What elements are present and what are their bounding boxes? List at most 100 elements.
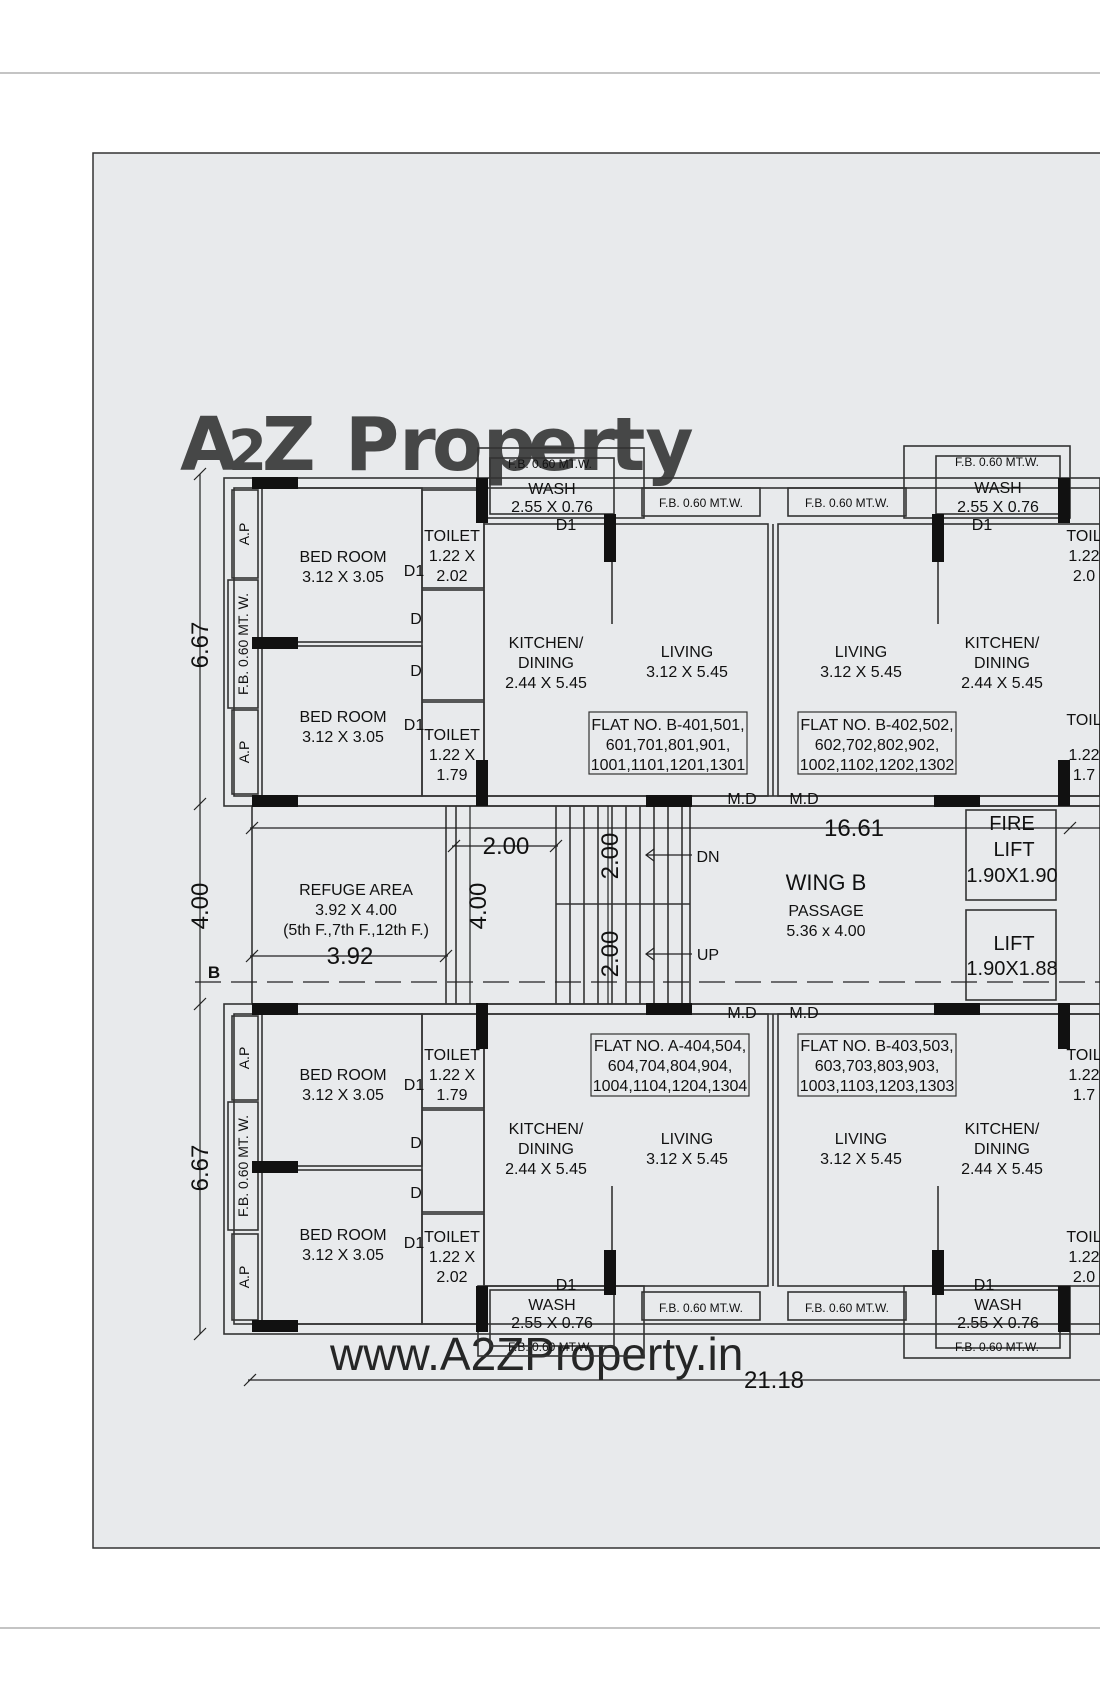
flat-no-line: 603,703,803,903, bbox=[815, 1058, 940, 1075]
md-label: M.D bbox=[789, 1005, 818, 1022]
ap-label: A.P bbox=[236, 1266, 252, 1289]
ap-strip-bottom bbox=[231, 1015, 259, 1101]
fb-label: F.B. 0.60 MT.W. bbox=[508, 1340, 592, 1354]
flat-no-line: 1003,1103,1203,1303 bbox=[800, 1078, 955, 1095]
wash-size: 2.55 X 0.76 bbox=[957, 499, 1039, 516]
toilet-size-cut: 2.0 bbox=[1073, 1269, 1095, 1286]
flat-box-b401 bbox=[588, 711, 748, 775]
living-size: 3.12 X 5.45 bbox=[646, 664, 728, 681]
living-label: LIVING bbox=[661, 1131, 713, 1148]
toilet-label: TOILET bbox=[424, 727, 480, 744]
dim-tick bbox=[243, 1373, 257, 1387]
dim-flight-up: 2.00 bbox=[597, 931, 624, 978]
dim-bottom-block: 6.67 bbox=[187, 1145, 214, 1192]
toilet-size-cut: 2.0 bbox=[1073, 568, 1095, 585]
flat-no-line: 604,704,804,904, bbox=[608, 1058, 733, 1075]
living-label: LIVING bbox=[835, 1131, 887, 1148]
fb-label: F.B. 0.60 MT.W. bbox=[659, 496, 743, 510]
dim-tick bbox=[193, 997, 207, 1011]
kitchen-label: DINING bbox=[518, 1141, 574, 1158]
fire-lift-size: 1.90X1.90 bbox=[966, 865, 1057, 887]
dim-tick bbox=[439, 949, 453, 963]
svg-text:Z: Z bbox=[262, 402, 316, 488]
door-label: D bbox=[410, 1185, 422, 1202]
structural-columns bbox=[252, 477, 1070, 1332]
dim-tick bbox=[193, 1327, 207, 1341]
wash-label: WASH bbox=[974, 480, 1021, 497]
fb-label: F.B. 0.60 MT.W. bbox=[955, 455, 1039, 469]
toilet-size: 1.22 X bbox=[429, 1067, 476, 1084]
kitchen-label: KITCHEN/ bbox=[509, 635, 584, 652]
bedroom-label: BED ROOM bbox=[299, 709, 386, 726]
door-label: D1 bbox=[404, 1077, 425, 1094]
kitchen-size: 2.44 X 5.45 bbox=[505, 1161, 587, 1178]
toilet-size-cut: 1.22 bbox=[1068, 1067, 1099, 1084]
fb-vertical-label: F.B. 0.60 MT. W. bbox=[235, 1115, 251, 1217]
passage-size: 5.36 x 4.00 bbox=[786, 923, 865, 940]
dim-tick bbox=[1063, 821, 1077, 835]
refuge-label: REFUGE AREA bbox=[299, 882, 413, 899]
wing-label: WING B bbox=[786, 870, 867, 895]
wash-label: WASH bbox=[528, 1297, 575, 1314]
md-label: M.D bbox=[789, 791, 818, 808]
toilet-size: 1.22 X bbox=[429, 548, 476, 565]
lift-shaft bbox=[965, 909, 1057, 1001]
refuge-size: 3.92 X 4.00 bbox=[315, 902, 397, 919]
staircase bbox=[555, 806, 691, 1004]
fire-lift-shaft bbox=[965, 809, 1057, 901]
svg-text:ty: ty bbox=[610, 402, 694, 488]
kitchen-label: DINING bbox=[974, 655, 1030, 672]
toilet-size-cut: 1.7 bbox=[1073, 767, 1095, 784]
fb-wash-top-1 bbox=[641, 487, 761, 517]
toilet-size: 1.79 bbox=[436, 767, 467, 784]
ap-strip-top bbox=[231, 489, 259, 579]
kitchen-label: KITCHEN/ bbox=[509, 1121, 584, 1138]
flat-no-line: 601,701,801,901, bbox=[606, 737, 731, 754]
door-label: D bbox=[410, 611, 422, 628]
door-label: D bbox=[410, 1135, 422, 1152]
arrow-dn-head bbox=[645, 848, 655, 862]
toilet-label-cut: TOIL bbox=[1066, 712, 1100, 729]
flat-no-line: FLAT NO. B-403,503, bbox=[800, 1038, 953, 1055]
bedroom-label: BED ROOM bbox=[299, 1227, 386, 1244]
kitchen-size: 2.44 X 5.45 bbox=[961, 1161, 1043, 1178]
ap-strip-top-2 bbox=[231, 709, 259, 795]
living-size: 3.12 X 5.45 bbox=[820, 1151, 902, 1168]
dim-tick bbox=[193, 467, 207, 481]
fb-wash-bottom-1 bbox=[641, 1291, 761, 1321]
dim-tick bbox=[549, 839, 563, 853]
bedroom-label: BED ROOM bbox=[299, 1067, 386, 1084]
door-label: D1 bbox=[556, 517, 577, 534]
toilet-size-cut: 1.22 bbox=[1068, 747, 1099, 764]
wash-size: 2.55 X 0.76 bbox=[957, 1315, 1039, 1332]
lift-size: 1.90X1.88 bbox=[966, 958, 1057, 980]
fb-label: F.B. 0.60 MT.W. bbox=[805, 496, 889, 510]
md-label: M.D bbox=[727, 1005, 756, 1022]
flat-no-line: FLAT NO. B-401,501, bbox=[591, 717, 744, 734]
door-label: D1 bbox=[404, 717, 425, 734]
flat-no-line: 1002,1102,1202,1302 bbox=[800, 757, 955, 774]
toilet-size: 1.79 bbox=[436, 1087, 467, 1104]
toilet-size: 2.02 bbox=[436, 568, 467, 585]
dn-label: DN bbox=[696, 849, 719, 866]
door-label: D1 bbox=[556, 1277, 577, 1294]
door-label: D1 bbox=[404, 1235, 425, 1252]
ap-strip-bottom-2 bbox=[231, 1233, 259, 1321]
wash-label: WASH bbox=[528, 481, 575, 498]
arrow-up-head bbox=[645, 947, 655, 961]
refuge-note: (5th F.,7th F.,12th F.) bbox=[283, 922, 429, 939]
kitchen-label: KITCHEN/ bbox=[965, 1121, 1040, 1138]
ap-label: A.P bbox=[236, 1047, 252, 1070]
dim-tick bbox=[245, 821, 259, 835]
toilet-size-cut: 1.7 bbox=[1073, 1087, 1095, 1104]
fb-label: F.B. 0.60 MT.W. bbox=[805, 1301, 889, 1315]
flat-box-b403 bbox=[797, 1033, 957, 1097]
flat-box-a404 bbox=[590, 1033, 750, 1097]
toilet-label-cut: TOIL bbox=[1066, 1047, 1100, 1064]
watermark-url: www.A2ZProperty.in bbox=[329, 1328, 743, 1380]
kitchen-living-top-1 bbox=[483, 523, 769, 797]
flat-no-line: FLAT NO. A-404,504, bbox=[594, 1038, 746, 1055]
toilet-size: 2.02 bbox=[436, 1269, 467, 1286]
md-label: M.D bbox=[727, 791, 756, 808]
door-label: D1 bbox=[972, 517, 993, 534]
